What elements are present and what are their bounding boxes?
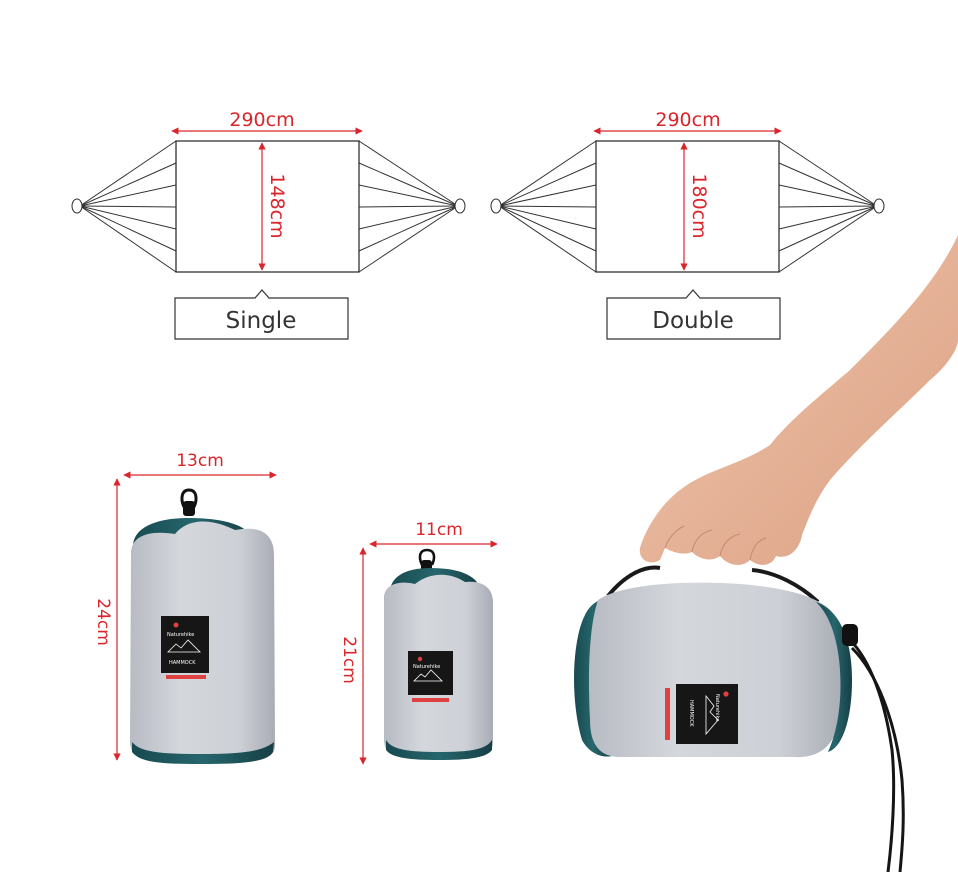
large-bag-brand-tag: [161, 616, 209, 673]
small-bag-brand-tag: [408, 651, 453, 695]
held-bag-tag-product: HAMMOCK: [688, 700, 694, 727]
double-caption: Double: [652, 308, 734, 334]
single-caption-box: [174, 289, 349, 340]
small-bag-width-label: 11cm: [415, 520, 463, 540]
single-hammock-diagram: 290cm 148cm Single: [71, 109, 466, 340]
held-bag-tag-mountain-icon: [705, 694, 719, 736]
single-left-ropes: [79, 140, 177, 273]
small-bag-cord: [418, 548, 436, 566]
bag-carry-strap-right: [751, 568, 820, 604]
double-right-ring: [873, 198, 885, 214]
small-bag-tag-sun-icon: [417, 656, 423, 662]
hand-icon: [639, 235, 958, 565]
small-bag: 11cm 21cm Naturehike: [339, 520, 498, 765]
large-bag-tag-product: HAMMOCK: [169, 660, 196, 666]
large-bag-red-label: [166, 675, 206, 679]
double-hammock-bed: [595, 140, 780, 273]
held-bag-red-label: [665, 688, 670, 740]
bag-carry-strap: [606, 565, 661, 598]
large-bag-tag-sun-icon: [173, 622, 179, 628]
large-bag-tag-mountain-icon: [167, 639, 201, 653]
large-bag-bottom-trim: [132, 742, 274, 764]
small-bag-tag-brand: Naturehike: [413, 664, 440, 670]
held-bag-tag-brand: Naturehike: [714, 694, 720, 721]
single-caption: Single: [226, 308, 297, 334]
large-bag-tag-brand: Naturehike: [167, 632, 194, 638]
held-bag-drawstring-2: [850, 646, 905, 872]
double-right-ropes: [778, 140, 878, 273]
small-bag-height-label: 21cm: [339, 636, 359, 684]
double-hammock-diagram: 290cm 180cm Double: [490, 109, 885, 340]
held-bag-toggle: [842, 624, 858, 646]
large-bag-toggle: [183, 501, 195, 516]
large-bag-cord: [180, 488, 198, 508]
large-bag: 13cm 24cm Naturehike HAMMOCK: [93, 451, 277, 764]
small-bag-tag-mountain-icon: [413, 669, 443, 682]
large-bag-height-label: 24cm: [93, 598, 113, 646]
single-length-label: 290cm: [229, 109, 294, 131]
single-right-ropes: [358, 140, 459, 273]
small-bag-red-label: [412, 698, 449, 702]
single-left-ring: [71, 198, 83, 214]
held-bag-drawstring: [848, 638, 896, 872]
held-bag-tag-sun-icon: [723, 691, 729, 697]
double-caption-box: [606, 289, 781, 340]
double-width-label: 180cm: [688, 173, 710, 238]
small-bag-bottom-trim: [386, 740, 492, 760]
double-left-ring: [490, 198, 502, 214]
large-bag-width-label: 13cm: [176, 451, 224, 471]
held-bag-body: [588, 582, 843, 758]
single-hammock-bed: [175, 140, 360, 273]
single-width-label: 148cm: [266, 173, 288, 238]
double-left-ropes: [498, 140, 597, 273]
hand-finger-lines: [664, 525, 767, 561]
held-bag-brand-tag: [676, 684, 738, 744]
double-length-label: 290cm: [655, 109, 720, 131]
hand-holding-bag: Naturehike HAMMOCK: [574, 235, 958, 872]
single-right-ring: [454, 198, 466, 214]
